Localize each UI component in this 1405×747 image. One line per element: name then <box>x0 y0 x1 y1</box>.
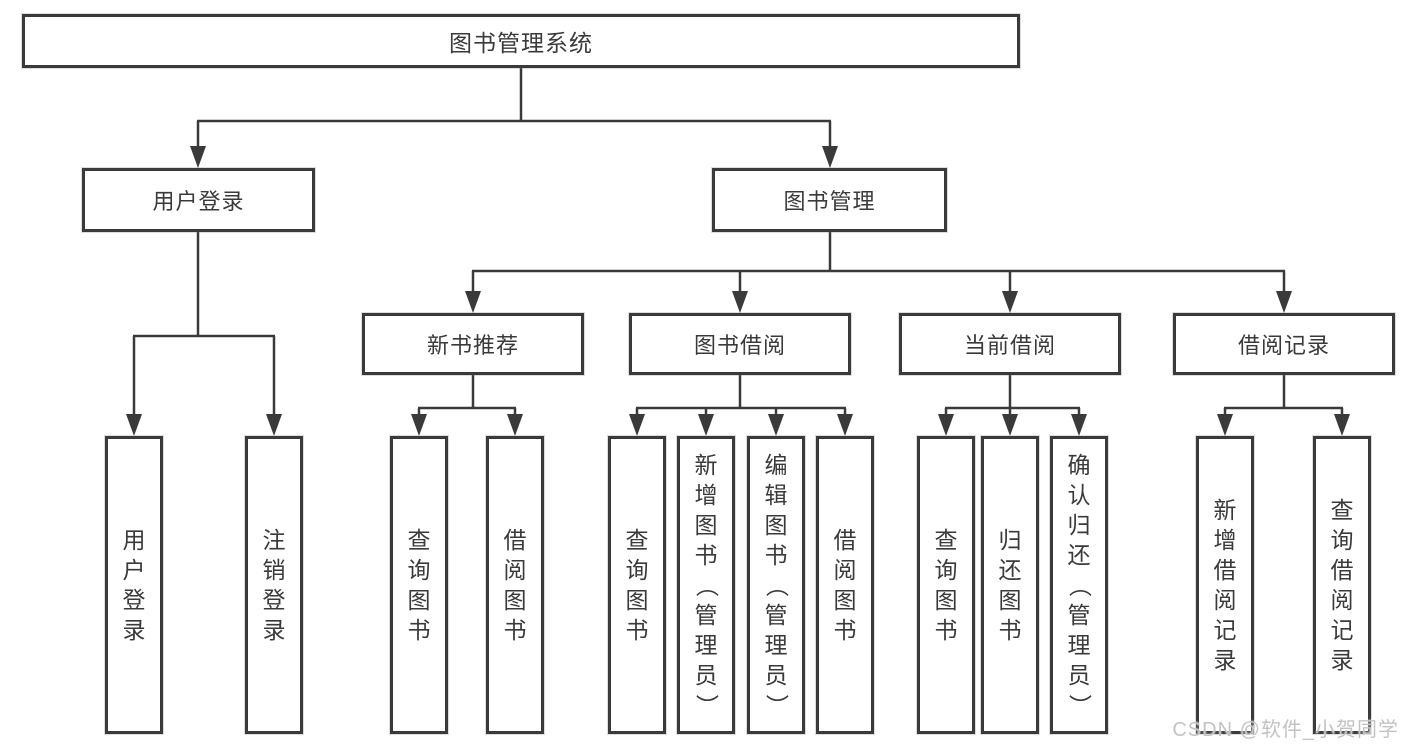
arrowhead-icon <box>938 414 954 436</box>
connector-line <box>196 68 832 148</box>
connector-book-management-to-level2 <box>465 232 1292 313</box>
arrowhead-icon <box>1334 414 1350 436</box>
leaf-user-login: 用户登录 <box>105 436 163 734</box>
leaf-borrow-books-recommend: 借阅图书 <box>486 436 544 734</box>
node-current-borrow: 当前借阅 <box>899 313 1121 375</box>
connector-current-borrow-to-leaves <box>938 375 1087 436</box>
arrowhead-icon <box>768 414 784 436</box>
node-borrow-records: 借阅记录 <box>1173 313 1395 375</box>
arrowhead-icon <box>698 414 714 436</box>
leaf-logout: 注销登录 <box>245 436 303 734</box>
connector-line <box>417 375 517 416</box>
connector-line <box>635 375 847 416</box>
arrowhead-icon <box>190 146 206 168</box>
node-root-system: 图书管理系统 <box>22 14 1020 68</box>
arrowhead-icon <box>411 414 427 436</box>
arrowhead-icon <box>732 291 748 313</box>
connector-new-book-to-leaves <box>411 375 523 436</box>
node-user-login: 用户登录 <box>82 168 315 232</box>
connector-borrow-records-to-leaves <box>1217 375 1350 436</box>
leaf-query-books-borrow: 查询图书 <box>608 436 666 734</box>
connector-line <box>471 232 1286 293</box>
connector-root-to-level1 <box>190 68 838 168</box>
leaf-borrow-books: 借阅图书 <box>816 436 874 734</box>
node-book-borrow: 图书借阅 <box>629 313 851 375</box>
arrowhead-icon <box>1217 414 1233 436</box>
arrowhead-icon <box>465 291 481 313</box>
connector-line <box>944 375 1081 416</box>
leaf-return-books: 归还图书 <box>981 436 1039 734</box>
leaf-query-books-current: 查询图书 <box>917 436 975 734</box>
leaf-add-books-admin: 新增图书（管理员） <box>677 436 735 734</box>
arrowhead-icon <box>1002 291 1018 313</box>
csdn-watermark: CSDN @软件_小贺同学 <box>1172 719 1399 741</box>
arrowhead-icon <box>1071 414 1087 436</box>
arrowhead-icon <box>126 414 142 436</box>
arrowhead-icon <box>1276 291 1292 313</box>
node-book-management: 图书管理 <box>712 168 947 232</box>
node-new-book-recommend: 新书推荐 <box>362 313 584 375</box>
arrowhead-icon <box>266 414 282 436</box>
connector-user-login-to-leaves <box>126 232 282 436</box>
leaf-query-borrow-record: 查询借阅记录 <box>1313 436 1371 734</box>
arrowhead-icon <box>837 414 853 436</box>
arrowhead-icon <box>822 146 838 168</box>
connector-book-borrow-to-leaves <box>629 375 853 436</box>
arrowhead-icon <box>1002 414 1018 436</box>
leaf-query-books-recommend: 查询图书 <box>390 436 448 734</box>
arrowhead-icon <box>507 414 523 436</box>
connector-line <box>132 232 276 416</box>
arrowhead-icon <box>629 414 645 436</box>
leaf-add-borrow-record: 新增借阅记录 <box>1196 436 1254 734</box>
connector-line <box>1223 375 1344 416</box>
leaf-edit-books-admin: 编辑图书（管理员） <box>747 436 805 734</box>
leaf-confirm-return-admin: 确认归还（管理员） <box>1050 436 1108 734</box>
